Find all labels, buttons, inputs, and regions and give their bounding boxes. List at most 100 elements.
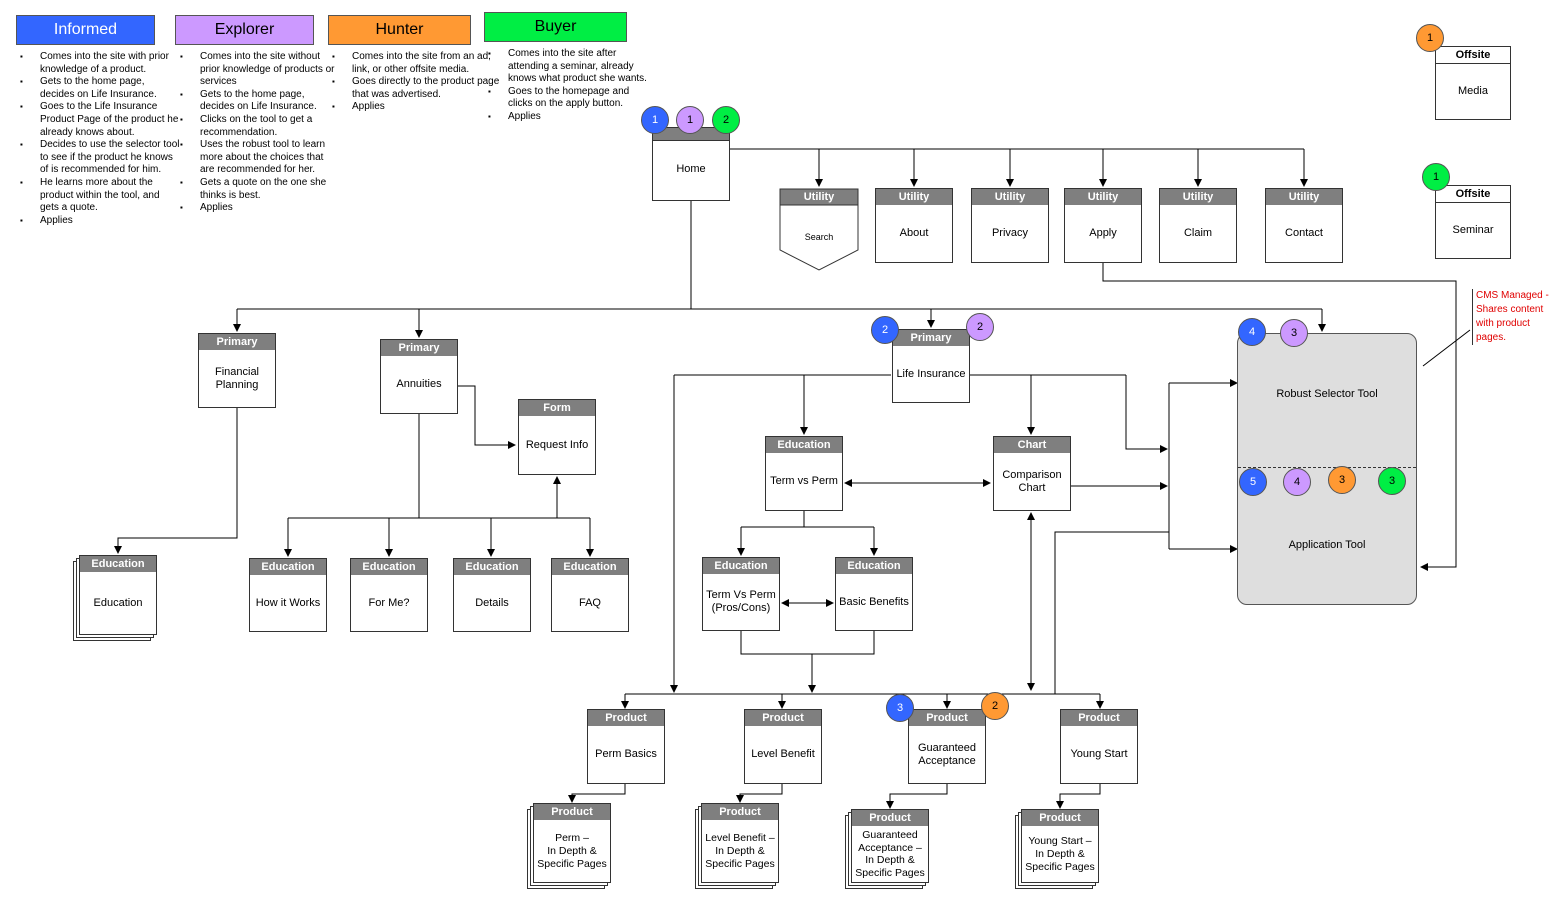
persona-hunter-list: Comes into the site from an ad, link, or…	[330, 51, 500, 114]
list-item: Gets a quote on the one she thinks is be…	[180, 177, 340, 202]
primary-financial-node[interactable]: Primary Financial Planning	[198, 333, 276, 408]
list-item: Goes directly to the product page that w…	[332, 76, 500, 101]
badge-app-informed: 5	[1239, 468, 1267, 496]
badge-guaranteed-hunter: 2	[981, 692, 1009, 720]
edu-faq-node[interactable]: Education FAQ	[551, 558, 629, 632]
node-label: Details	[475, 596, 509, 609]
prod-guaranteed-depth-stack[interactable]: Product Guaranteed Acceptance – In Depth…	[851, 809, 929, 883]
persona-explorer-list: Comes into the site without prior knowle…	[178, 51, 340, 215]
edu-termperm-node[interactable]: Education Term vs Perm	[765, 436, 843, 511]
badge-app-buyer: 3	[1378, 467, 1406, 495]
badge-home-buyer: 2	[712, 106, 740, 134]
offsite-media-node[interactable]: Offsite Media	[1435, 46, 1511, 120]
node-header: Chart	[994, 437, 1070, 453]
edu-how-node[interactable]: Education How it Works	[249, 558, 327, 632]
node-label: Perm Basics	[595, 748, 657, 760]
list-item: Goes to the homepage and clicks on the a…	[488, 86, 653, 111]
node-label: Term vs Perm	[770, 475, 838, 487]
node-header: Utility	[972, 189, 1048, 205]
utility-claim-node[interactable]: Utility Claim	[1159, 188, 1237, 263]
list-item: Comes into the site with prior knowledge…	[20, 51, 180, 76]
badge-guaranteed-informed: 3	[886, 694, 914, 722]
persona-informed-list: Comes into the site with prior knowledge…	[18, 51, 180, 227]
node-label: Claim	[1183, 227, 1213, 239]
list-item: Gets to the home page, decides on Life I…	[20, 76, 180, 101]
persona-buyer-list: Comes into the site after attending a se…	[486, 48, 653, 124]
node-header: Education	[454, 559, 530, 575]
chart-comparison-node[interactable]: Chart Comparison Chart	[993, 436, 1071, 511]
list-item: Clicks on the tool to get a recommendati…	[180, 114, 340, 139]
node-label: Young Start	[1070, 748, 1128, 760]
list-item: Gets to the home page, decides on Life I…	[180, 89, 340, 114]
node-header: Product	[852, 810, 928, 826]
prod-level-depth-stack[interactable]: Product Level Benefit – In Depth & Speci…	[701, 803, 779, 883]
prod-young-node[interactable]: Product Young Start	[1060, 709, 1138, 784]
badge-media-hunter: 1	[1416, 24, 1444, 52]
utility-apply-node[interactable]: Utility Apply	[1064, 188, 1142, 263]
primary-life-node[interactable]: Primary Life Insurance	[892, 329, 970, 403]
primary-annuities-node[interactable]: Primary Annuities	[380, 339, 458, 414]
prod-young-depth-stack[interactable]: Product Young Start – In Depth & Specifi…	[1021, 809, 1099, 883]
node-header: Utility	[876, 189, 952, 205]
list-item: Comes into the site from an ad, link, or…	[332, 51, 500, 76]
node-header: Education	[80, 556, 156, 572]
utility-search-label: Search	[804, 232, 834, 242]
badge-app-explorer: 4	[1283, 468, 1311, 496]
list-item: He learns more about the product within …	[20, 177, 180, 215]
prod-perm-node[interactable]: Product Perm Basics	[587, 709, 665, 784]
edu-forme-node[interactable]: Education For Me?	[350, 558, 428, 632]
node-label: Seminar	[1452, 223, 1494, 236]
utility-about-node[interactable]: Utility About	[875, 188, 953, 263]
badge-seminar-buyer: 1	[1422, 163, 1450, 191]
list-item: Applies	[332, 101, 500, 114]
list-item: Applies	[180, 202, 340, 215]
node-label: Home	[676, 162, 706, 175]
persona-informed-header: Informed	[16, 15, 155, 45]
node-header: Education	[766, 437, 842, 453]
form-request-node[interactable]: Form Request Info	[518, 399, 596, 475]
node-label: Education	[93, 596, 143, 609]
edu-education-stack[interactable]: Education Education	[79, 555, 157, 635]
prod-perm-depth-stack[interactable]: Product Perm – In Depth & Specific Pages	[533, 803, 611, 883]
prod-guaranteed-node[interactable]: Product Guaranteed Acceptance	[908, 709, 986, 784]
node-label: Life Insurance	[896, 367, 966, 380]
node-label: Basic Benefits	[839, 595, 909, 608]
persona-informed-title: Informed	[53, 21, 118, 38]
badge-selector-informed: 4	[1238, 318, 1266, 346]
node-label: FAQ	[578, 596, 601, 609]
list-item: Goes to the Life Insurance Product Page …	[20, 101, 180, 139]
node-header: Product	[1061, 710, 1137, 726]
list-item: Applies	[488, 111, 653, 124]
node-label: Request Info	[525, 438, 589, 451]
node-header: Education	[250, 559, 326, 575]
edu-details-node[interactable]: Education Details	[453, 558, 531, 632]
persona-buyer-header: Buyer	[484, 12, 627, 42]
list-item: Uses the robust tool to learn more about…	[180, 139, 340, 177]
node-header: Primary	[893, 330, 969, 346]
node-label: Comparison Chart	[1002, 468, 1062, 494]
badge-app-hunter: 3	[1328, 466, 1356, 494]
node-header: Primary	[381, 340, 457, 356]
badge-life-explorer: 2	[966, 313, 994, 341]
edu-termperm-pros-node[interactable]: Education Term Vs Perm (Pros/Cons)	[702, 557, 780, 631]
node-label: Media	[1458, 84, 1488, 97]
prod-level-node[interactable]: Product Level Benefit	[744, 709, 822, 784]
node-header: Offsite	[1436, 186, 1510, 203]
node-label: Guaranteed Acceptance – In Depth & Speci…	[855, 829, 925, 879]
node-header: Form	[519, 400, 595, 416]
node-label: Contact	[1285, 227, 1323, 239]
persona-explorer-header: Explorer	[175, 15, 314, 45]
utility-privacy-node[interactable]: Utility Privacy	[971, 188, 1049, 263]
utility-contact-node[interactable]: Utility Contact	[1265, 188, 1343, 263]
cms-note: CMS Managed - Shares content with produc…	[1472, 289, 1549, 345]
edu-basic-node[interactable]: Education Basic Benefits	[835, 557, 913, 631]
list-item: Comes into the site without prior knowle…	[180, 51, 340, 89]
node-label: Level Benefit – In Depth & Specific Page…	[705, 831, 775, 870]
node-header: Education	[836, 558, 912, 574]
offsite-seminar-node[interactable]: Offsite Seminar	[1435, 185, 1511, 259]
node-label: About	[899, 227, 929, 239]
node-label: How it Works	[255, 596, 321, 609]
node-header: Utility	[1266, 189, 1342, 205]
